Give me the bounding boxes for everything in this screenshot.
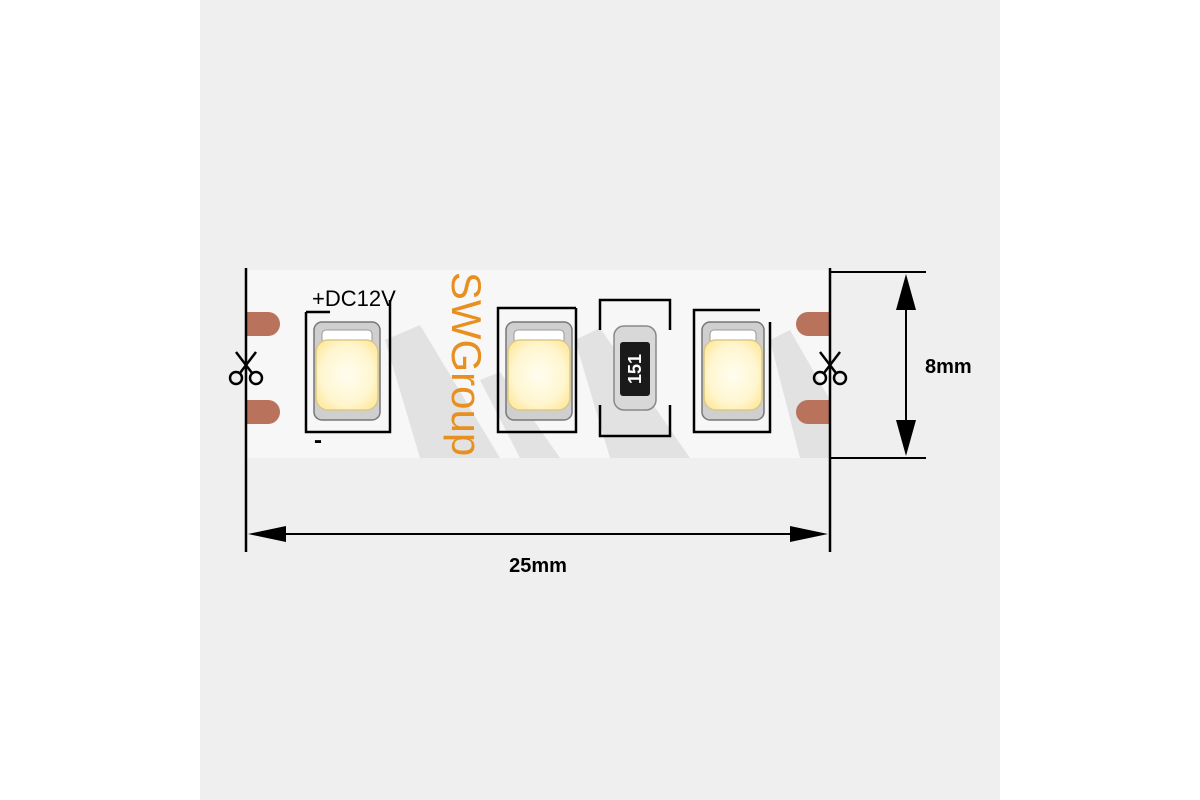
height-label: 8mm <box>925 356 972 378</box>
solder-pads-left <box>246 312 280 424</box>
length-dimension <box>248 526 828 542</box>
length-label: 25mm <box>509 555 567 577</box>
arrow-icon <box>896 420 916 456</box>
led-chip-2 <box>496 306 578 434</box>
arrow-icon <box>248 526 286 542</box>
height-dimension <box>830 271 926 459</box>
scissors-icon <box>228 351 264 386</box>
minus-label: - <box>314 427 322 454</box>
voltage-label: +DC12V <box>312 286 396 311</box>
resistor-code: 151 <box>625 354 645 384</box>
scissors-icon <box>812 351 848 386</box>
resistor <box>598 298 672 438</box>
brand-logo: SWGroup <box>443 272 490 456</box>
led-chip-1 <box>304 300 392 434</box>
led-chip-3 <box>692 308 772 434</box>
solder-pads-right <box>796 312 830 424</box>
arrow-icon <box>790 526 828 542</box>
arrow-icon <box>896 274 916 310</box>
